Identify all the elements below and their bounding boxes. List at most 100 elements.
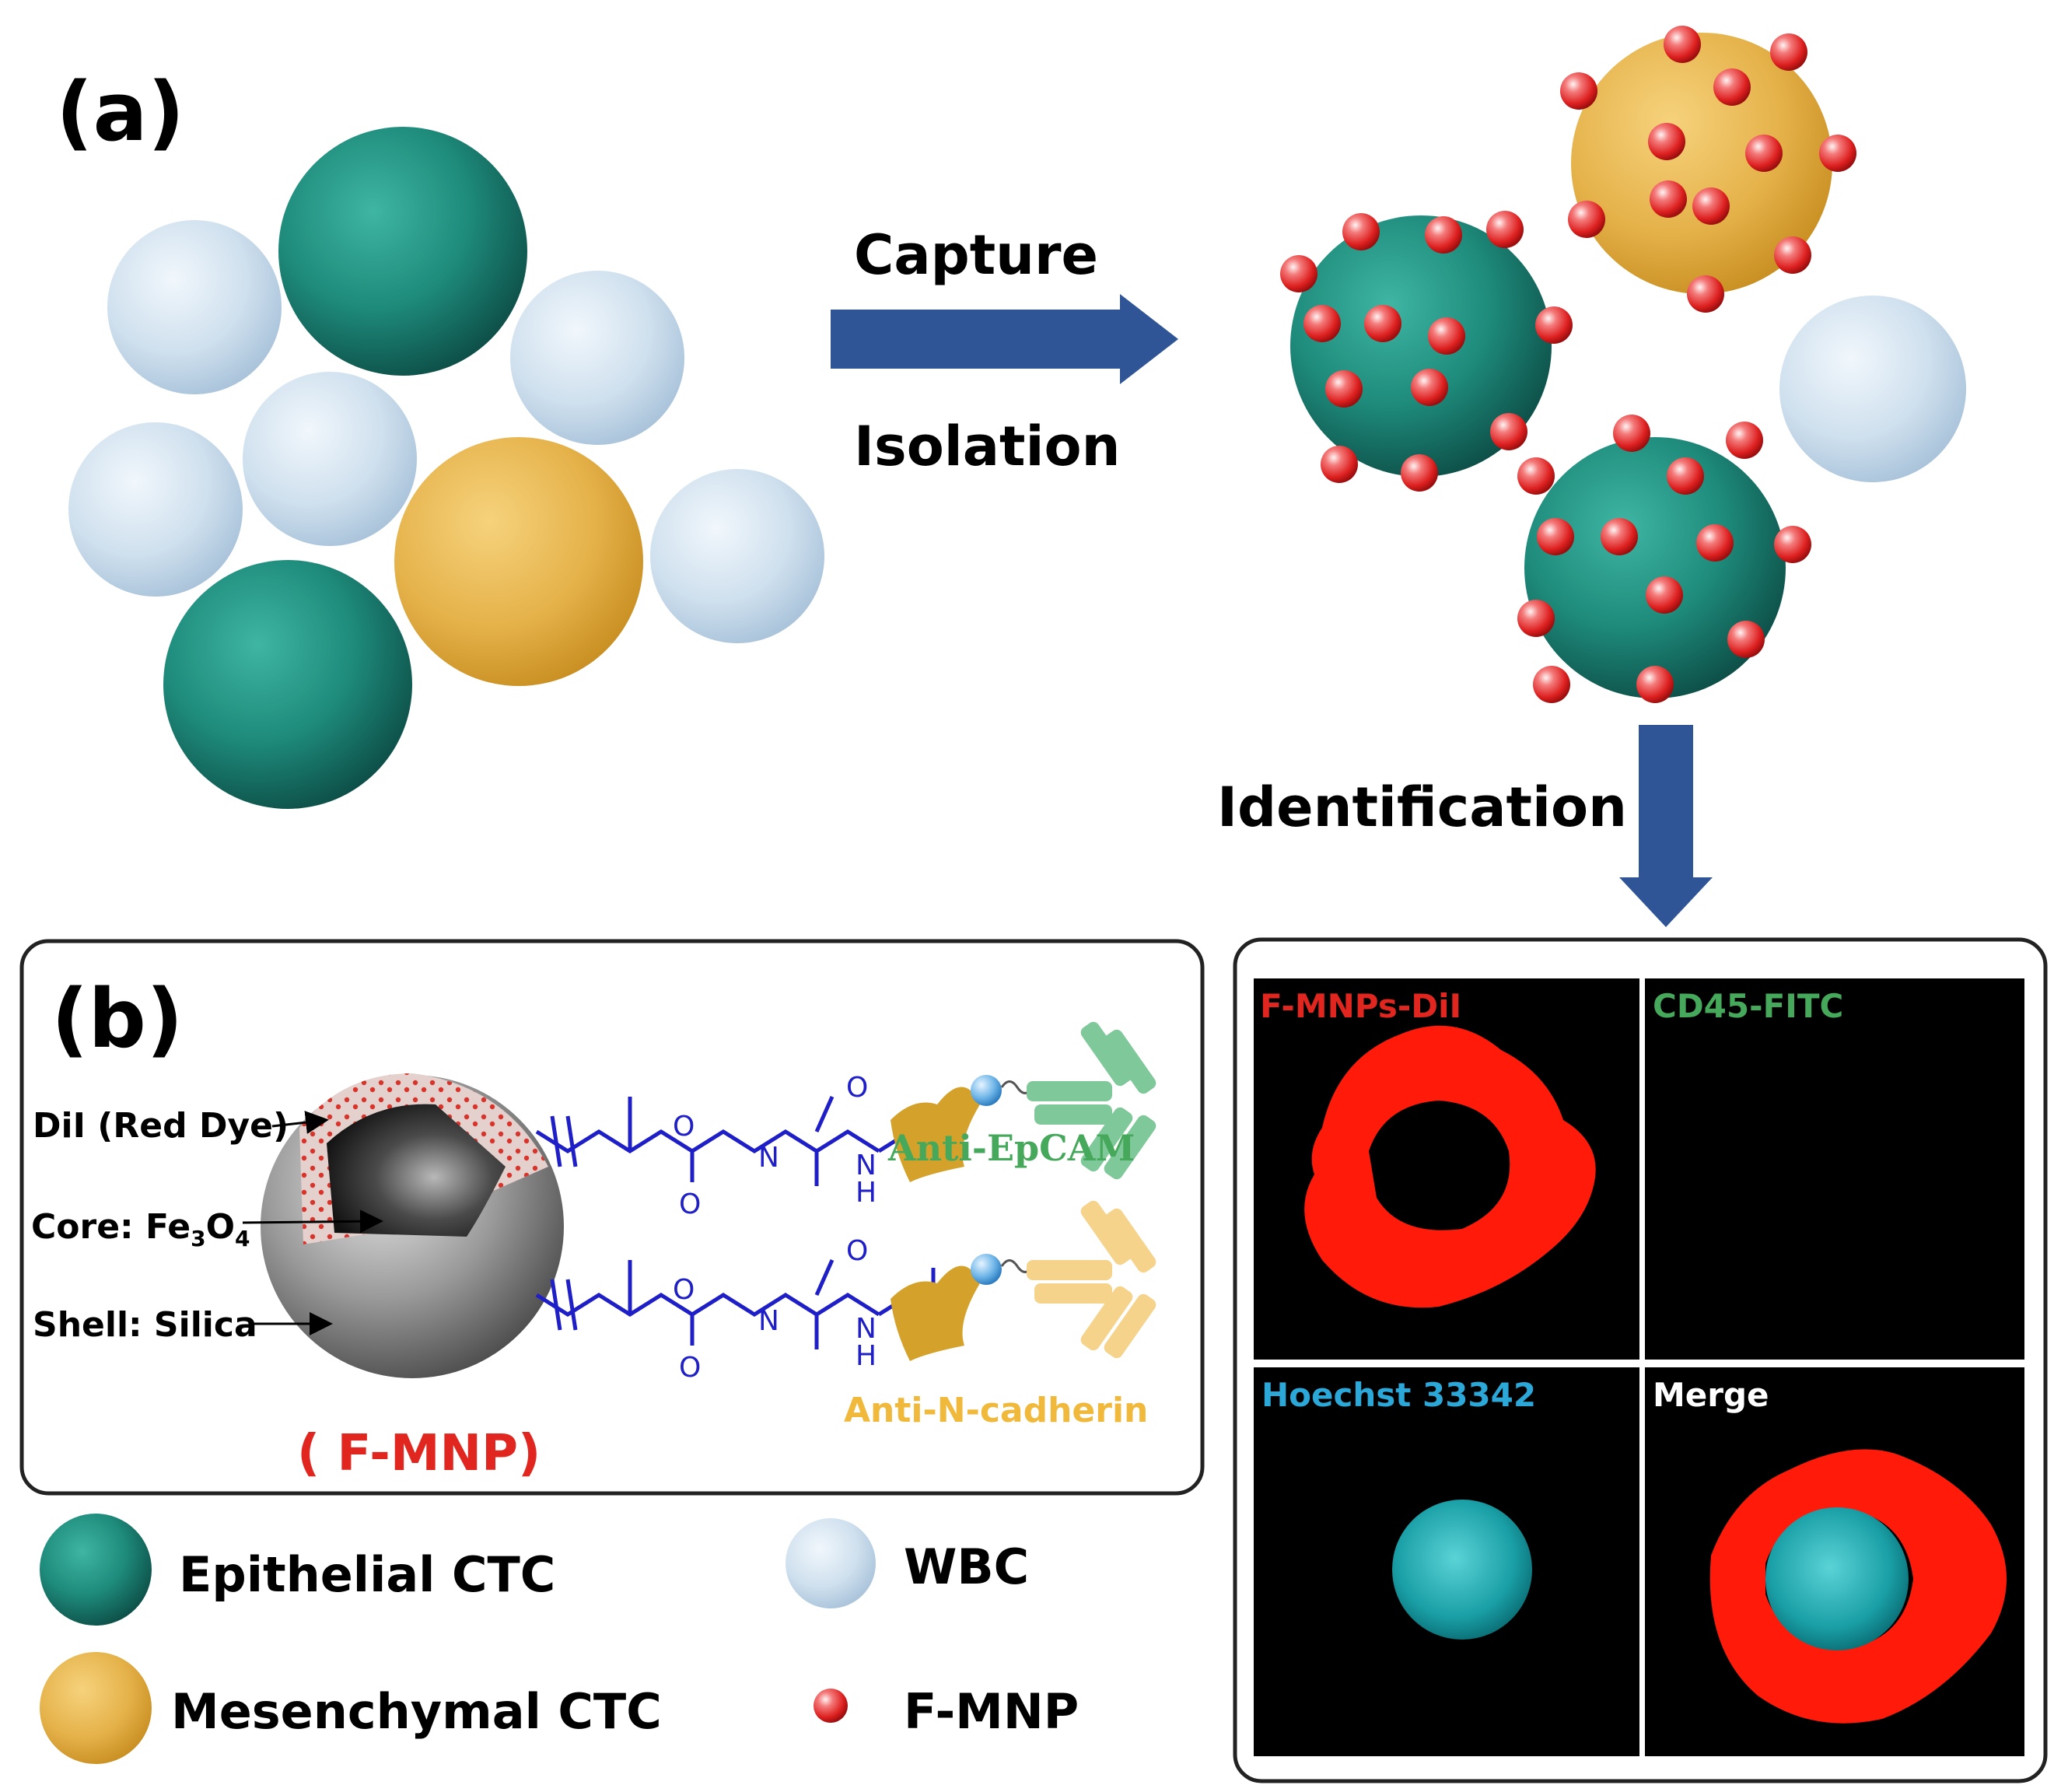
svg-text:N: N: [758, 1142, 779, 1174]
f-mnp-name: ( F-MNP): [297, 1425, 541, 1482]
shell-callout: Shell: Silica: [33, 1305, 257, 1345]
microscopy-tile-merge: [1645, 1367, 2024, 1756]
legend-fmnp-swatch: [814, 1689, 848, 1723]
wbc-cell: [68, 422, 243, 597]
linker-chain-bottom: [535, 1258, 936, 1349]
anti-epcam-label: Anti-EpCAM: [887, 1127, 1135, 1169]
f-mnp-bead: [1321, 446, 1358, 483]
microscopy-frame: [1233, 937, 2048, 1783]
svg-text:O: O: [673, 1111, 695, 1143]
svg-text:N: N: [856, 1150, 877, 1181]
f-mnp-bead: [1342, 213, 1380, 250]
svg-text:H: H: [856, 1340, 877, 1372]
f-mnp-bead: [1517, 457, 1555, 495]
anti-n-cadherin-label: Anti-N-cadherin: [844, 1391, 1148, 1430]
svg-text:O: O: [679, 1352, 701, 1384]
svg-text:N: N: [758, 1305, 779, 1337]
f-mnp-bead: [1613, 415, 1650, 452]
panel-a-label: (a): [56, 65, 184, 159]
dye-callout: DiI (Red Dye): [33, 1106, 289, 1146]
f-mnp-particle-illustration: [261, 1073, 564, 1378]
f-mnp-bead: [1664, 26, 1701, 63]
f-mnp-bead: [1325, 370, 1363, 408]
f-mnp-bead: [1364, 305, 1401, 342]
mesenchymal-ctc-captured: [1571, 33, 1832, 294]
microscopy-label-merge: Merge: [1653, 1376, 1769, 1414]
microscopy-label-cd45: CD45-FITC: [1653, 987, 1843, 1025]
isolation-label: Isolation: [854, 415, 1120, 478]
epithelial-ctc-captured: [1524, 437, 1786, 698]
f-mnp-bead: [1601, 518, 1638, 555]
f-mnp-bead: [1303, 305, 1341, 342]
f-mnp-bead: [1727, 621, 1765, 658]
panel-b-frame: [19, 939, 1205, 1496]
legend-epithelial-swatch: [40, 1514, 152, 1626]
f-mnp-bead: [1819, 135, 1856, 172]
svg-text:O: O: [679, 1188, 701, 1220]
panel-b-label: (b): [51, 971, 184, 1066]
f-mnp-bead: [1486, 211, 1524, 248]
f-mnp-bead: [1774, 236, 1811, 274]
identification-label: Identification: [1217, 775, 1627, 839]
f-mnp-bead: [1648, 123, 1685, 160]
f-mnp-bead: [1533, 666, 1570, 703]
f-mnp-bead: [1646, 576, 1683, 614]
epithelial-ctc-cell: [278, 127, 527, 376]
svg-text:O: O: [846, 1235, 868, 1267]
svg-text:H: H: [856, 1177, 877, 1209]
down-arrow-icon: [1619, 725, 1713, 927]
svg-text:O: O: [846, 1072, 868, 1104]
f-mnp-bead: [1535, 306, 1573, 344]
wbc-cell: [510, 271, 684, 445]
f-mnp-bead: [1745, 135, 1783, 172]
linker-atoms: O O N O N H O O N O N H: [673, 1072, 877, 1384]
f-mnp-bead: [1687, 275, 1724, 313]
linker-chain-top: [535, 1095, 936, 1186]
f-mnp-bead: [1667, 457, 1704, 495]
microscopy-label-dii: F-MNPs-DiI: [1260, 987, 1461, 1025]
microscopy-tile-hoechst: [1254, 1367, 1639, 1756]
legend: Epithelial CTC Mesenchymal CTC WBC F-MNP: [40, 1514, 1079, 1764]
microscopy-tile-cd45: [1645, 978, 2024, 1360]
core-callout: Core: Fe3O4: [31, 1207, 250, 1251]
svg-text:O: O: [673, 1274, 695, 1306]
f-mnp-bead: [1696, 524, 1734, 562]
f-mnp-bead: [1568, 201, 1605, 238]
epithelial-ctc-captured: [1290, 215, 1552, 477]
f-mnp-bead: [1774, 526, 1811, 563]
legend-fmnp-label: F-MNP: [904, 1683, 1079, 1740]
f-mnp-bead: [1411, 369, 1448, 406]
svg-text:N: N: [856, 1313, 877, 1345]
f-mnp-bead: [1490, 413, 1527, 450]
legend-mesenchymal-label: Mesenchymal CTC: [171, 1683, 662, 1740]
f-mnp-bead: [1770, 33, 1807, 71]
f-mnp-bead: [1560, 72, 1597, 110]
wbc-cell: [1779, 296, 1966, 482]
f-mnp-bead: [1280, 255, 1317, 292]
f-mnp-bead: [1636, 666, 1674, 703]
antibody-conjugate-bottom: [891, 1200, 1156, 1361]
f-mnp-bead: [1401, 454, 1438, 492]
dye-callout-arrow: [271, 1111, 329, 1134]
right-arrow-icon: [831, 294, 1178, 384]
antibody-conjugate-top: [891, 1021, 1156, 1182]
f-mnp-beads: [1280, 26, 1856, 703]
mesenchymal-ctc-cell: [394, 437, 643, 686]
f-mnp-bead: [1713, 68, 1751, 106]
legend-mesenchymal-swatch: [40, 1652, 152, 1764]
f-mnp-bead: [1726, 422, 1763, 459]
capture-label: Capture: [854, 223, 1098, 287]
microscopy-tile-dii: [1254, 978, 1639, 1360]
f-mnp-bead: [1428, 317, 1465, 355]
wbc-cell: [243, 372, 417, 546]
legend-wbc-label: WBC: [904, 1538, 1029, 1595]
f-mnp-bead: [1517, 600, 1555, 637]
core-callout-arrow: [242, 1209, 383, 1234]
legend-epithelial-label: Epithelial CTC: [179, 1546, 555, 1603]
epithelial-ctc-cell: [163, 560, 412, 809]
f-mnp-bead: [1650, 180, 1687, 218]
f-mnp-bead: [1425, 216, 1462, 254]
wbc-cell: [650, 469, 824, 643]
f-mnp-bead: [1692, 187, 1730, 225]
